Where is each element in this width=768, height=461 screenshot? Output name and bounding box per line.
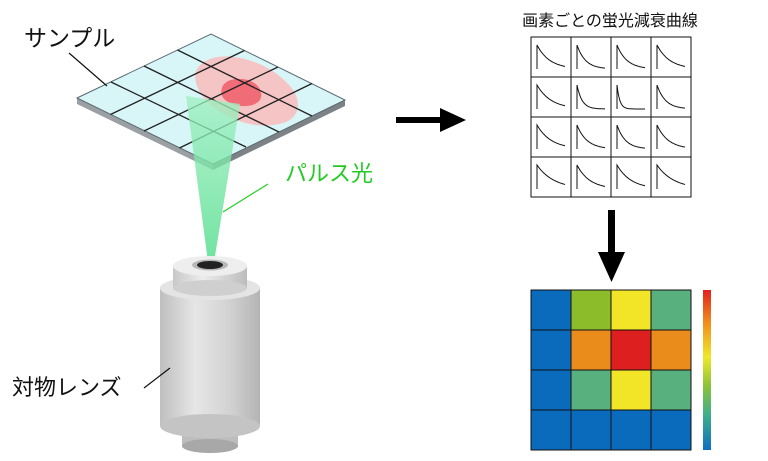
decay-curve [576, 164, 606, 189]
sample-plate-side-right [213, 100, 345, 170]
decay-curve [576, 84, 605, 110]
decay-curve [656, 124, 686, 149]
lifetime-cell [530, 409, 572, 451]
decay-grid-title: 画素ごとの蛍光減衰曲線 [522, 11, 698, 30]
decay-curve [616, 84, 645, 110]
decay-cell [610, 156, 652, 198]
decay-curve [536, 123, 566, 149]
lifetime-cell [610, 369, 652, 411]
right-arrow [396, 108, 466, 132]
lifetime-cell [570, 369, 612, 411]
decay-curve [536, 83, 566, 109]
decay-curve [576, 44, 606, 69]
pulse-leader-line [222, 183, 269, 213]
lifetime-cell [610, 289, 652, 331]
decay-cell [650, 116, 692, 158]
decay-cell [570, 36, 612, 78]
lifetime-cell [530, 289, 572, 331]
decay-cell [610, 36, 652, 78]
lifetime-cell [610, 329, 652, 371]
lens-aperture [197, 261, 223, 269]
lifetime-cell [530, 369, 572, 411]
sample-leader-line [68, 52, 108, 87]
decay-curve [536, 163, 566, 189]
pulse-label: パルス光 [285, 162, 373, 187]
lens-cap-lower [173, 280, 247, 296]
sample-plate-side-left [77, 98, 213, 170]
decay-curve-grid [530, 36, 692, 198]
decay-cell [530, 156, 572, 198]
decay-cell [610, 116, 652, 158]
decay-cell [650, 156, 692, 198]
decay-curve [656, 44, 686, 69]
lens-body-bottom [160, 414, 260, 438]
lifetime-cell [650, 369, 692, 411]
objective-label: 対物レンズ [12, 376, 122, 401]
decay-curve [536, 44, 566, 69]
lifetime-cell [650, 409, 692, 451]
lifetime-cell [650, 289, 692, 331]
decay-cell [570, 116, 612, 158]
lifetime-cell [570, 289, 612, 331]
pulse-light-beam [186, 96, 240, 262]
sample-label: サンプル [24, 26, 115, 52]
decay-curve [576, 124, 606, 149]
decay-curve [656, 84, 686, 109]
lifetime-cell [650, 329, 692, 371]
colorbar [703, 290, 711, 450]
decay-curve [616, 124, 646, 149]
objective-lens [160, 256, 260, 453]
decay-curve [616, 163, 646, 189]
lifetime-cell [610, 409, 652, 451]
decay-curve [616, 44, 646, 69]
lifetime-cell [530, 329, 572, 371]
lens-foot-bottom [182, 439, 238, 453]
down-arrow [598, 210, 625, 282]
decay-curve [656, 163, 686, 189]
lifetime-color-map [530, 289, 692, 451]
lifetime-cell [570, 409, 612, 451]
lifetime-cell [570, 329, 612, 371]
decay-cell [650, 36, 692, 78]
objective-leader-line [143, 367, 171, 389]
lens-body [160, 288, 260, 426]
